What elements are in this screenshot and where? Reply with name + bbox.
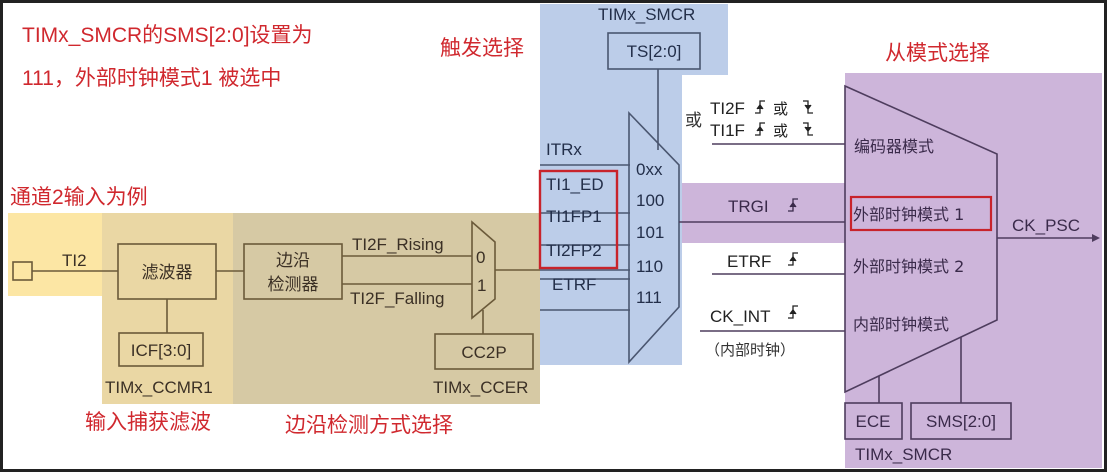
cc2p-field-box xyxy=(434,333,534,370)
cc2p-field-label: CC2P xyxy=(461,343,506,362)
mode-internal-clock: 内部时钟模式 xyxy=(853,315,949,334)
mode-encoder: 编码器模式 xyxy=(854,137,934,156)
ece-field-box xyxy=(844,402,903,440)
mux-input-1: 1 xyxy=(477,276,486,295)
input-region xyxy=(8,213,102,296)
trigger-input-signal: TI2FP2 xyxy=(546,241,602,260)
encoder-or-word-1: 或 xyxy=(773,100,788,118)
encoder-ti1f-label: TI1F xyxy=(710,121,745,140)
slave-region xyxy=(845,73,1102,468)
polarity-mux xyxy=(471,220,496,320)
trigger-input-row: TI1FP1 101 xyxy=(540,207,664,246)
trigger-input-row: ETRF 111 xyxy=(540,275,662,311)
trigger-input-signal: ITRx xyxy=(546,140,582,159)
annotation-trigger-select: 触发选择 xyxy=(440,37,524,60)
slave-register-label: TIMx_SMCR xyxy=(855,445,952,464)
trigger-input-signal: ETRF xyxy=(552,275,596,294)
annotation-edge-detect-select: 边沿检测方式选择 xyxy=(285,414,453,437)
trigger-input-code: 110 xyxy=(636,257,663,276)
falling-signal-label: TI2F_Falling xyxy=(350,289,444,308)
ccer-register-label: TIMx_CCER xyxy=(433,378,528,397)
mode-external-clock-2: 外部时钟模式 2 xyxy=(853,257,964,276)
slave-mode-mux xyxy=(844,84,998,394)
trigger-input-code: 100 xyxy=(636,191,664,210)
edge-detector-label-line2: 检测器 xyxy=(268,275,319,295)
encoder-edge-icons xyxy=(755,100,813,136)
filter-block-label: 滤波器 xyxy=(142,263,193,283)
annotation-channel-example: 通道2输入为例 xyxy=(10,186,148,209)
ts-field-box xyxy=(607,32,701,70)
edge-detector-block xyxy=(243,243,343,300)
internal-clock-note: （内部时钟） xyxy=(705,341,795,359)
trigger-input-code: 0xx xyxy=(636,160,663,179)
mux-input-0: 0 xyxy=(476,248,485,267)
trigger-region xyxy=(540,4,728,365)
mode-external-clock-1: 外部时钟模式 1 xyxy=(853,205,964,224)
etrf-slave-label: ETRF xyxy=(727,252,771,271)
ck-psc-label: CK_PSC xyxy=(1012,216,1080,235)
encoder-or-word-2: 或 xyxy=(773,122,788,140)
ccmr1-register-label: TIMx_CCMR1 xyxy=(105,378,213,397)
rising-signal-label: TI2F_Rising xyxy=(352,235,444,254)
icf-field-label: ICF[3:0] xyxy=(131,341,191,360)
trigger-input-signal: TI1_ED xyxy=(546,175,604,194)
trigger-input-code: 111 xyxy=(636,288,662,307)
ece-field-label: ECE xyxy=(856,412,891,431)
trigger-input-signal: TI1FP1 xyxy=(546,207,602,226)
encoder-ti2f-label: TI2F xyxy=(710,99,745,118)
sms-field-label: SMS[2:0] xyxy=(926,412,996,431)
output-arrow-icon xyxy=(1092,234,1100,242)
trigger-input-row: TI2FP2 110 xyxy=(540,241,663,280)
mode-highlight-box xyxy=(849,195,993,232)
annotation-slave-mode-select: 从模式选择 xyxy=(885,42,990,65)
encoder-or-prefix: 或 xyxy=(685,111,702,131)
trgi-label: TRGI xyxy=(728,197,769,216)
icf-field-box xyxy=(118,332,204,367)
trigger-input-code: 101 xyxy=(636,223,664,242)
trigger-highlight-box xyxy=(538,169,619,270)
annotation-input-capture-filter: 输入捕获滤波 xyxy=(85,411,211,434)
edge-detector-label-line1: 边沿 xyxy=(276,251,310,271)
sms-field-box xyxy=(910,402,1012,440)
annotation-title-line2: 111，外部时钟模式1 被选中 xyxy=(22,67,281,90)
trigger-input-row: TI1_ED 100 xyxy=(540,175,664,214)
ts-field-label: TS[2:0] xyxy=(627,42,682,61)
ti2-label: TI2 xyxy=(62,251,87,270)
trigger-register-label: TIMx_SMCR xyxy=(598,5,695,24)
trigger-input-row: ITRx 0xx xyxy=(540,140,663,179)
trgi-band xyxy=(682,183,845,243)
ck-int-label: CK_INT xyxy=(710,307,770,326)
annotation-title-line1: TIMx_SMCR的SMS[2:0]设置为 xyxy=(22,24,313,47)
edge-region xyxy=(233,213,540,404)
